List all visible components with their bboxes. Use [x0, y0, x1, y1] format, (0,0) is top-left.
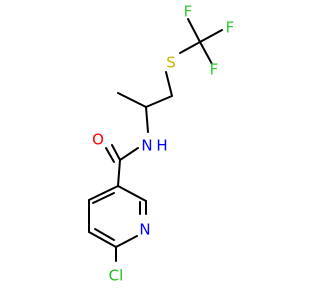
bond-c-s: [179, 41, 201, 54]
atom-f2: F: [226, 19, 235, 37]
bond-c-f3: [199, 41, 213, 65]
atom-f1: F: [184, 3, 193, 21]
bond-c-f1: [187, 18, 201, 43]
bond-carbonyl-ring: [117, 159, 121, 187]
bond-c-o-2: [105, 147, 115, 163]
atom-cl: Cl: [109, 267, 124, 285]
bond-ch-n: [145, 106, 149, 133]
bond-c-o-1: [111, 144, 121, 161]
bond-n-carbonyl: [119, 147, 139, 161]
ring-bond-4: [115, 235, 138, 248]
bond-s-ch2: [165, 71, 173, 97]
atom-n-amide: N: [141, 137, 152, 155]
bond-ch2-ch: [145, 95, 173, 108]
atom-o: O: [92, 131, 104, 149]
ring-bond-1b: [92, 192, 115, 204]
ring-bond-6: [117, 185, 147, 202]
atom-n-ring: N: [139, 221, 150, 239]
atom-labels: F F F S N H O N Cl: [92, 3, 234, 285]
atom-s: S: [166, 54, 176, 72]
ring-bond-3b: [94, 228, 115, 241]
ring-bond-3: [88, 231, 117, 248]
ring-bond-1: [88, 185, 119, 201]
atom-h-amide: H: [156, 137, 167, 155]
atom-f3: F: [210, 61, 219, 79]
bond-c-f2: [199, 29, 223, 43]
molecule-structure: F F F S N H O N Cl: [88, 3, 234, 285]
bonds: [88, 18, 223, 262]
bond-ch-ch3: [117, 92, 147, 108]
